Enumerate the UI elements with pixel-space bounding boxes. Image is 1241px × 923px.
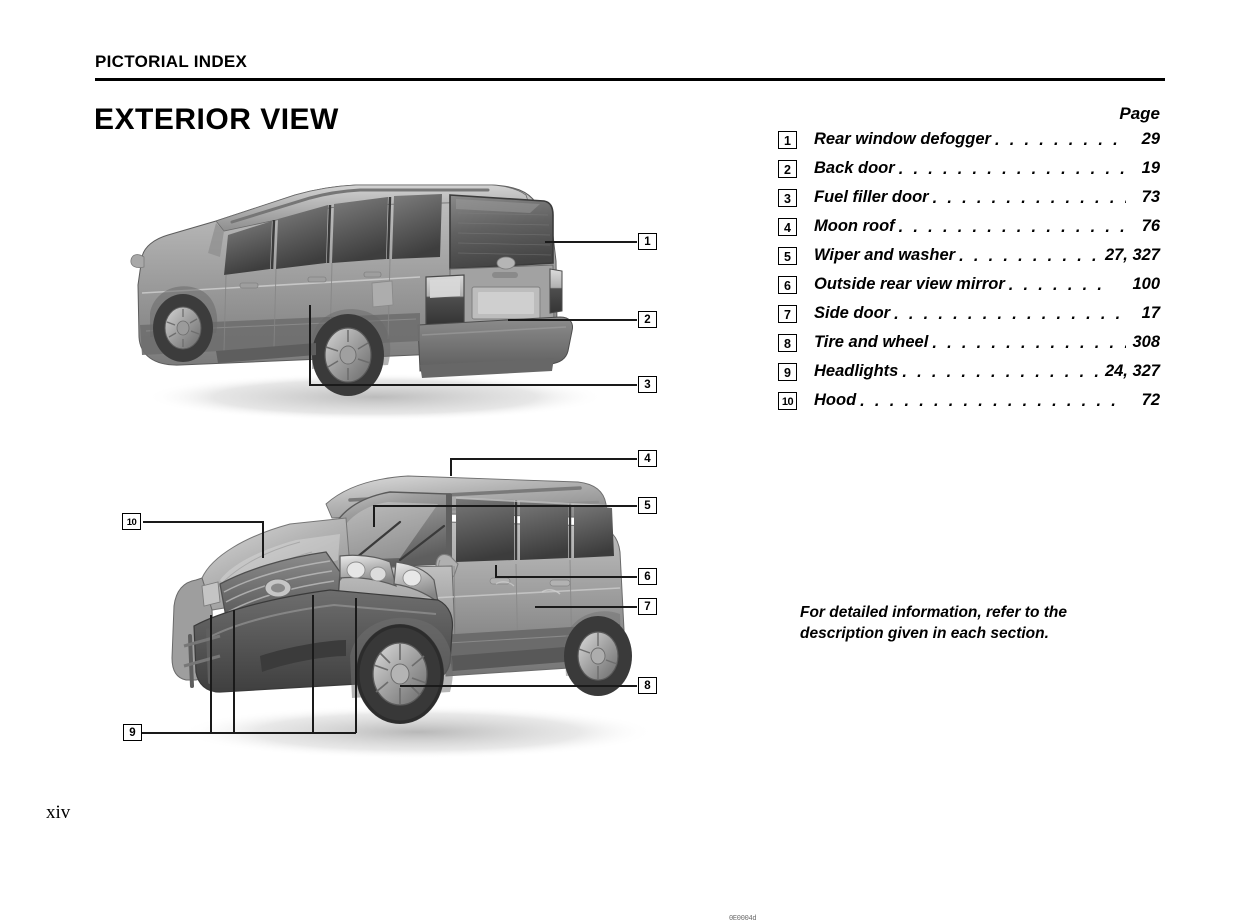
- leader-line-4: [450, 458, 637, 460]
- callout-5[interactable]: 5: [638, 497, 657, 514]
- leader-line-7: [535, 606, 637, 608]
- page-title: EXTERIOR VIEW: [94, 103, 339, 136]
- suv-front-view-illustration: [171, 475, 656, 759]
- detail-note: For detailed information, refer to the d…: [800, 602, 1168, 644]
- callout-1[interactable]: 1: [638, 233, 657, 250]
- list-item[interactable]: 5 Wiper and washer . . . . . . . . . . 2…: [778, 242, 1168, 269]
- index-leader-dots: . . . . . . .: [1008, 275, 1105, 294]
- page-column-header: Page: [1119, 104, 1160, 123]
- index-leader-dots: . . . . . . . . . . . . . . .: [932, 333, 1126, 352]
- list-item[interactable]: 1 Rear window defogger . . . . . . . . .…: [778, 126, 1168, 153]
- header-divider: [95, 78, 1165, 81]
- callout-10[interactable]: 10: [122, 513, 141, 530]
- callout-2[interactable]: 2: [638, 311, 657, 328]
- index-item-label: Tire and wheel: [814, 333, 929, 351]
- leader-line-2: [508, 319, 637, 321]
- index-leader-dots: . . . . . . . . . . . . . . . . . . . . …: [860, 391, 1126, 410]
- index-item-label: Back door: [814, 159, 895, 177]
- callout-3[interactable]: 3: [638, 376, 657, 393]
- figure-area: 1 2 3: [95, 160, 757, 923]
- leader-line-9a: [210, 615, 212, 733]
- index-item-label: Outside rear view mirror: [814, 275, 1005, 293]
- leader-line-8: [400, 685, 637, 687]
- leader-line-3-vertical: [309, 305, 311, 385]
- leader-line-1: [545, 241, 637, 243]
- index-page-number: 27, 327: [1104, 246, 1160, 264]
- callout-8[interactable]: 8: [638, 677, 657, 694]
- page-number: xiv: [46, 802, 71, 823]
- header-title: PICTORIAL INDEX: [95, 52, 248, 71]
- index-item-label: Side door: [814, 304, 891, 322]
- detail-note-line-2: description given in each section.: [800, 625, 1049, 642]
- list-item[interactable]: 9 Headlights . . . . . . . . . . . . . .…: [778, 358, 1168, 385]
- index-leader-dots: . . . . . . . . . . . . . . . . . . . .: [898, 159, 1126, 178]
- index-number-badge: 3: [778, 188, 797, 207]
- leader-line-6-vertical: [495, 565, 497, 577]
- index-page-number: 76: [1141, 217, 1160, 235]
- index-item-label: Fuel filler door: [814, 188, 929, 206]
- index-item-label: Hood: [814, 391, 857, 409]
- index-number-badge: 9: [778, 362, 797, 381]
- index-number-badge: 8: [778, 333, 797, 352]
- index-page-number: 24, 327: [1104, 362, 1160, 380]
- index-number-badge: 10: [778, 391, 797, 410]
- list-item[interactable]: 6 Outside rear view mirror . . . . . . .…: [778, 271, 1168, 298]
- list-item[interactable]: 7 Side door . . . . . . . . . . . . . . …: [778, 300, 1168, 327]
- index-item-label: Headlights: [814, 362, 899, 380]
- index-page-number: 17: [1141, 304, 1160, 322]
- index-leader-dots: . . . . . . . . . . . . . . . . . . . .: [898, 217, 1126, 236]
- index-number-badge: 7: [778, 304, 797, 323]
- index-leader-dots: . . . . . . . . . . . . . . . .: [902, 362, 1101, 381]
- leader-line-9c: [312, 595, 314, 733]
- list-item[interactable]: 10 Hood . . . . . . . . . . . . . . . . …: [778, 387, 1168, 414]
- exterior-view-index: Page 1 Rear window defogger . . . . . . …: [778, 104, 1168, 414]
- index-page-number: 100: [1132, 275, 1160, 293]
- index-page-number: 308: [1132, 333, 1160, 351]
- leader-line-5-vertical: [373, 505, 375, 527]
- list-item[interactable]: 3 Fuel filler door . . . . . . . . . . .…: [778, 184, 1168, 211]
- index-number-badge: 2: [778, 159, 797, 178]
- leader-line-9d: [355, 598, 357, 733]
- leader-line-5: [373, 505, 637, 507]
- index-number-badge: 5: [778, 246, 797, 265]
- index-page-number: 72: [1141, 391, 1160, 409]
- callout-6[interactable]: 6: [638, 568, 657, 585]
- callout-4[interactable]: 4: [638, 450, 657, 467]
- page-header: PICTORIAL INDEX: [95, 52, 1165, 72]
- index-number-badge: 1: [778, 130, 797, 149]
- figure-code: 0E0004d: [729, 915, 757, 923]
- leader-line-9: [142, 732, 356, 734]
- leader-line-10-vertical: [262, 521, 264, 558]
- index-item-label: Wiper and washer: [814, 246, 956, 264]
- list-item[interactable]: 4 Moon roof . . . . . . . . . . . . . . …: [778, 213, 1168, 240]
- suv-rear-view-illustration: [130, 184, 605, 421]
- leader-line-10: [143, 521, 263, 523]
- index-item-label: Moon roof: [814, 217, 895, 235]
- callout-7[interactable]: 7: [638, 598, 657, 615]
- index-page-number: 29: [1141, 130, 1160, 148]
- index-page-number: 19: [1141, 159, 1160, 177]
- list-item[interactable]: 2 Back door . . . . . . . . . . . . . . …: [778, 155, 1168, 182]
- leader-line-6: [495, 576, 637, 578]
- index-page-number: 73: [1141, 188, 1160, 206]
- detail-note-line-1: For detailed information, refer to the: [800, 604, 1067, 621]
- index-leader-dots: . . . . . . . . . . . . . . . . . . . .: [894, 304, 1126, 323]
- leader-line-9b: [233, 610, 235, 733]
- leader-line-4-vertical: [450, 458, 452, 476]
- callout-9[interactable]: 9: [123, 724, 142, 741]
- index-number-badge: 4: [778, 217, 797, 236]
- index-item-label: Rear window defogger: [814, 130, 991, 148]
- leader-line-3: [309, 384, 637, 386]
- index-leader-dots: . . . . . . . . . .: [994, 130, 1126, 149]
- index-number-badge: 6: [778, 275, 797, 294]
- index-leader-dots: . . . . . . . . . . . . . . . .: [932, 188, 1126, 207]
- list-item[interactable]: 8 Tire and wheel . . . . . . . . . . . .…: [778, 329, 1168, 356]
- index-leader-dots: . . . . . . . . . .: [959, 246, 1100, 265]
